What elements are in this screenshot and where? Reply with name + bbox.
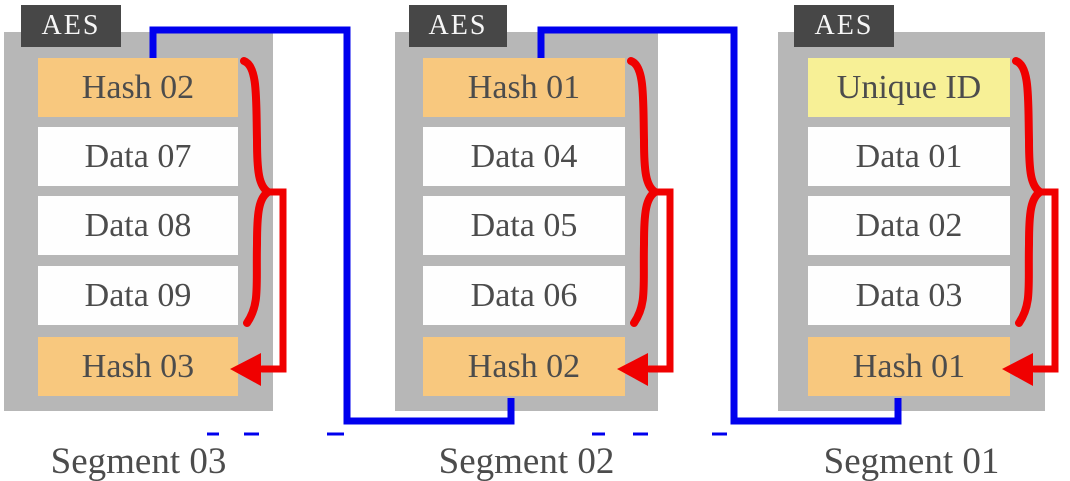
cell-text: Data 05 [470,206,578,244]
data-cell: Data 02 [808,196,1010,255]
aes-label: AES [814,10,874,41]
cell-text: Data 08 [84,206,192,244]
data-cell: Data 04 [423,127,625,186]
cell-text: Data 03 [855,276,963,314]
data-cell: Data 03 [808,266,1010,325]
data-cell: Data 01 [808,127,1010,186]
cell-text: Data 06 [470,276,578,314]
aes-tag: AES [794,5,894,47]
segment-label: Segment 01 [823,441,1000,481]
cell-text: Unique ID [836,68,982,106]
cell-text: Data 07 [84,137,192,175]
cell-text: Hash 01 [852,347,966,385]
hash-cell-bottom: Hash 03 [38,337,238,396]
hash-cell-bottom: Hash 01 [808,337,1010,396]
data-cell: Data 08 [38,196,238,255]
cell-text: Data 02 [855,206,963,244]
data-cell: Data 07 [38,127,238,186]
segment-label: Segment 02 [438,441,615,481]
cell-text: Hash 01 [467,68,581,106]
data-cell: Data 09 [38,266,238,325]
cell-text: Hash 03 [81,347,195,385]
aes-tag: AES [21,5,121,47]
segment-box: Unique ID Data 01 Data 02 Data 03 Hash 0… [778,32,1045,411]
cell-text: Hash 02 [81,68,195,106]
segment-03: AES Hash 02 Data 07 Data 08 Data 09 Hash… [4,0,273,481]
segment-box: Hash 01 Data 04 Data 05 Data 06 Hash 02 [395,32,658,411]
hash-cell-bottom: Hash 02 [423,337,625,396]
cell-text: Data 04 [470,137,578,175]
unique-id-cell: Unique ID [808,58,1010,117]
aes-label: AES [41,10,101,41]
segment-01: AES Unique ID Data 01 Data 02 Data 03 Ha… [778,0,1045,481]
aes-tag: AES [409,5,507,47]
segment-box: Hash 02 Data 07 Data 08 Data 09 Hash 03 [4,32,273,411]
data-cell: Data 06 [423,266,625,325]
cell-text: Data 01 [855,137,963,175]
segment-02: AES Hash 01 Data 04 Data 05 Data 06 Hash… [395,0,658,481]
cell-text: Data 09 [84,276,192,314]
segment-label: Segment 03 [50,441,227,481]
cell-text: Hash 02 [467,347,581,385]
hash-cell-top: Hash 01 [423,58,625,117]
hash-cell-top: Hash 02 [38,58,238,117]
aes-label: AES [428,10,488,41]
data-cell: Data 05 [423,196,625,255]
